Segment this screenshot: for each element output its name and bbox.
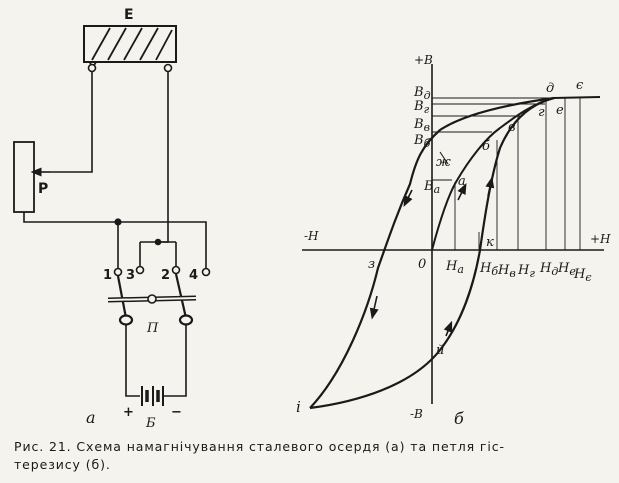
terminal-label-4: 4: [189, 268, 198, 283]
origin-label: 0: [418, 257, 426, 272]
terminal-label-2: 2: [161, 268, 170, 283]
hysteresis-plot: [302, 64, 604, 410]
svg-text:а: а: [458, 174, 466, 189]
svg-text:Bв: Bв: [413, 117, 430, 134]
svg-text:к: к: [486, 235, 494, 250]
svg-text:і: і: [296, 398, 301, 416]
svg-text:д: д: [546, 81, 554, 96]
battery-minus: −: [171, 405, 182, 420]
h-level-labels: Hа Hб Hв Hг Hд Hе Hє: [445, 259, 592, 284]
battery-label: Б: [145, 416, 156, 431]
svg-text:Bа: Bа: [423, 179, 440, 196]
wire-rheostat-to-junction: [23, 212, 118, 223]
svg-text:й: й: [436, 343, 444, 358]
svg-text:Bб: Bб: [413, 133, 431, 150]
curve-point-labels: д є г е в б ж а к з й і: [296, 78, 584, 416]
svg-text:г: г: [538, 105, 545, 120]
magnetizing-circuit: [13, 25, 211, 406]
svg-text:ж: ж: [436, 155, 451, 170]
h-level-guides: [454, 98, 581, 250]
terminal-label-3: 3: [126, 268, 135, 283]
switch-terminal-1: [113, 267, 123, 277]
battery: [141, 386, 164, 406]
coil-terminal-left: [87, 63, 97, 73]
svg-text:Hг: Hг: [517, 263, 535, 280]
wire-coil-to-switch: [158, 72, 169, 243]
figure-caption: Рис. 21. Схема намагнічування сталевого …: [14, 438, 606, 474]
b-level-labels: Bд Bг Bв Bб Bа: [413, 85, 440, 196]
svg-text:з: з: [368, 257, 375, 272]
axis-label-pos-h: +H: [590, 232, 611, 246]
terminal-label-1: 1: [103, 268, 112, 283]
panel-label-b: б: [454, 409, 464, 428]
b-level-guides: [432, 97, 550, 181]
svg-text:Hа: Hа: [445, 259, 464, 276]
panel-label-a: а: [86, 408, 96, 427]
coil-winding: [89, 27, 173, 67]
caption-line-1: Рис. 21. Схема намагнічування сталевого …: [14, 439, 505, 454]
wire-coil-to-rheostat: [50, 72, 93, 173]
descending-branch: [309, 96, 555, 409]
svg-text:Hд: Hд: [539, 261, 558, 278]
svg-text:Hе: Hе: [557, 261, 576, 278]
svg-text:в: в: [508, 120, 516, 135]
coil-label: E: [124, 7, 134, 23]
caption-line-2: терезису (б).: [14, 457, 111, 472]
svg-text:Bд: Bд: [413, 85, 431, 102]
coil-core: [83, 25, 177, 63]
battery-plus: +: [123, 405, 134, 420]
switch-pivot-right: [178, 314, 194, 326]
axis-label-neg-h: -H: [304, 229, 319, 243]
svg-text:Hб: Hб: [479, 261, 498, 278]
rheostat-label: P: [38, 181, 48, 197]
coil-terminal-right: [163, 63, 173, 73]
switch-terminal-4: [201, 267, 211, 277]
rheostat: [13, 141, 35, 213]
svg-text:Bг: Bг: [413, 99, 430, 116]
switch-terminal-3: [135, 265, 145, 275]
axis-label-pos-b: +B: [414, 53, 433, 67]
ascending-branch: [309, 96, 555, 410]
svg-text:Hє: Hє: [573, 267, 592, 284]
svg-text:є: є: [576, 78, 584, 93]
switch-pivot-left: [118, 314, 134, 326]
switch-terminal-2: [171, 265, 181, 275]
switch-label: П: [146, 321, 159, 336]
svg-text:Hв: Hв: [497, 263, 516, 280]
svg-text:е: е: [556, 103, 564, 118]
axis-label-neg-b: -B: [410, 407, 423, 421]
svg-text:б: б: [482, 139, 490, 154]
